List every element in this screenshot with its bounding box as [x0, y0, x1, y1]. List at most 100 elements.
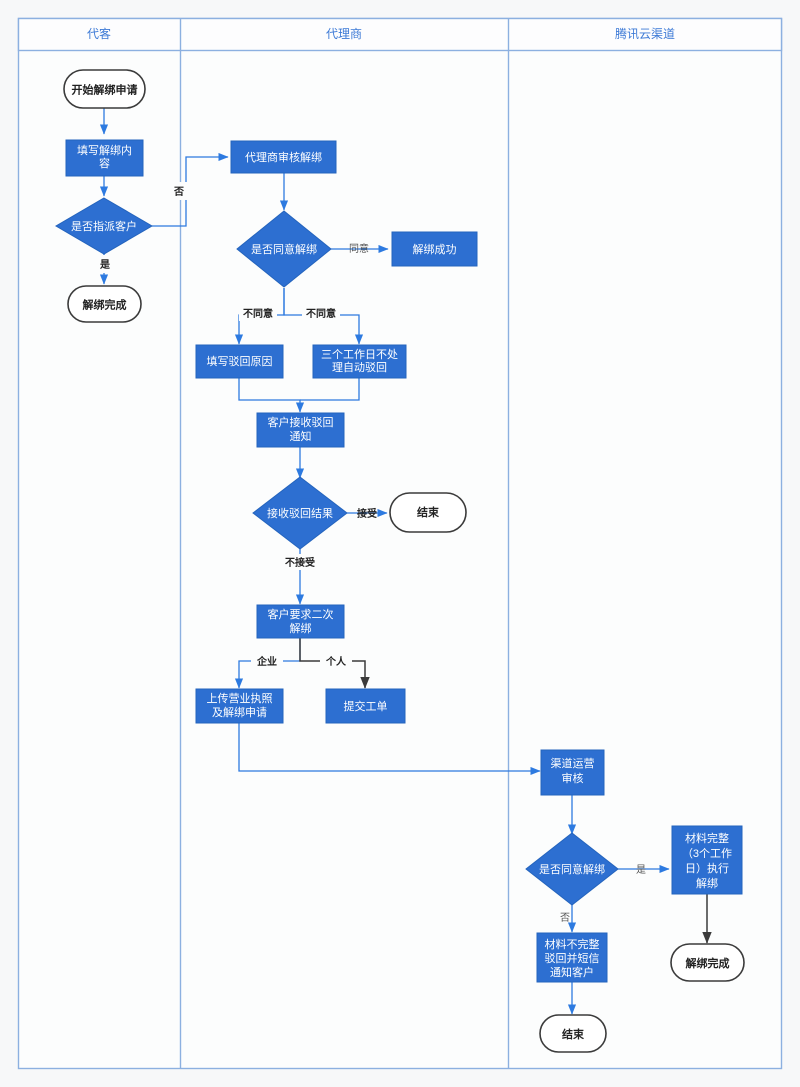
- edge-label-bg-enterprise: [251, 653, 283, 669]
- node-label-n18-line4: 解绑: [696, 876, 718, 890]
- node-shape-process: [325, 688, 406, 724]
- edge-reason-to-notify: [238, 378, 305, 413]
- lane-title-tencent: 腾讯云渠道: [615, 26, 675, 41]
- node-unbind-success[interactable]: 解绑成功: [391, 231, 478, 267]
- node-label-n20: 解绑完成: [686, 956, 730, 970]
- node-shape-process: [256, 604, 345, 639]
- swimlane-container: 代客 代理商 腾讯云渠道: [17, 17, 783, 1070]
- edge-label-bg-disagree-left: [239, 305, 277, 321]
- node-customer-receive-reject-notice[interactable]: 客户接收驳回 通知: [256, 412, 345, 448]
- edge-label-bg-not-accept: [277, 554, 323, 570]
- node-label-n2-line1: 填写解绑内: [77, 143, 132, 157]
- node-auto-reject-3days[interactable]: 三个工作日不处 理自动驳回: [312, 344, 407, 379]
- lane-title-agent: 代理商: [326, 26, 362, 41]
- node-shape-process: [230, 140, 337, 174]
- lane-title-customer: 代客: [87, 26, 111, 41]
- node-label-n13-line2: 解绑: [290, 621, 312, 635]
- node-start-unbind-request[interactable]: 开始解绑申请: [63, 69, 146, 109]
- edge-label-personal: 个人: [325, 655, 347, 668]
- node-end-agent[interactable]: 结束: [389, 492, 467, 533]
- node-channel-operation-review[interactable]: 渠道运营 审核: [540, 749, 605, 796]
- node-shape-process: [195, 688, 284, 724]
- node-materials-incomplete-reject-sms[interactable]: 材料不完整 驳回并短信 通知客户: [536, 932, 608, 983]
- node-label-n11: 接收驳回结果: [267, 506, 333, 520]
- node-shape-process: [312, 344, 407, 379]
- node-tencent-agree-decision[interactable]: 是否同意解绑: [525, 832, 619, 906]
- node-shape-terminal: [63, 69, 146, 109]
- node-label-n15: 提交工单: [344, 699, 388, 713]
- node-label-n18-line1: 材料完整: [685, 831, 729, 845]
- node-label-n6: 是否同意解绑: [251, 242, 317, 256]
- node-label-n19-line3: 通知客户: [550, 965, 594, 979]
- node-agent-agree-decision[interactable]: 是否同意解绑: [236, 210, 332, 288]
- node-label-n14-line1: 上传营业执照: [207, 691, 273, 705]
- edge-auto-to-notify: [300, 378, 360, 401]
- node-customer-request-second-unbind[interactable]: 客户要求二次 解绑: [256, 604, 345, 639]
- edge-label-bg-no-assign: [170, 182, 188, 200]
- node-fill-unbind-content[interactable]: 填写解绑内 容: [65, 139, 144, 177]
- edge-label-disagree-left: 不同意: [243, 307, 273, 320]
- node-shape-process: [671, 825, 743, 895]
- node-materials-complete-execute-unbind[interactable]: 材料完整 （3个工作 日）执行 解绑: [671, 825, 743, 895]
- edge-label-disagree-right: 不同意: [306, 307, 336, 320]
- edge-label-tencent-yes: 是: [636, 864, 646, 876]
- edge-label-accept: 接受: [357, 507, 377, 520]
- node-end-tencent[interactable]: 结束: [539, 1014, 607, 1053]
- node-label-n18-line2: （3个工作: [682, 847, 732, 860]
- edge-label-bg-disagree-right: [302, 305, 340, 321]
- node-label-n1: 开始解绑申请: [72, 83, 138, 97]
- node-upload-license-and-application[interactable]: 上传营业执照 及解绑申请: [195, 688, 284, 724]
- node-shape-decision: [55, 197, 153, 255]
- node-shape-terminal: [67, 285, 142, 323]
- node-shape-decision: [236, 210, 332, 288]
- edge-label-bg-yes-assign: [96, 255, 114, 273]
- node-label-n2-line2: 容: [99, 156, 110, 170]
- node-label-n16-line2: 审核: [562, 771, 584, 785]
- lane-header-band: [17, 17, 783, 52]
- node-submit-ticket[interactable]: 提交工单: [325, 688, 406, 724]
- node-label-n21: 结束: [561, 1027, 585, 1041]
- node-shape-process: [195, 344, 284, 379]
- node-label-n8: 填写驳回原因: [207, 354, 273, 368]
- node-shape-process: [256, 412, 345, 448]
- node-label-n10-line2: 通知: [290, 429, 312, 443]
- lane-outer-frame: [17, 17, 783, 1070]
- node-label-n12: 结束: [416, 505, 440, 519]
- node-label-n17: 是否同意解绑: [539, 862, 605, 876]
- node-shape-terminal: [670, 943, 745, 982]
- edge-label-tencent-no: 否: [560, 912, 570, 924]
- edge-label-agree: 同意: [349, 242, 369, 255]
- node-label-n19-line1: 材料不完整: [545, 937, 600, 951]
- node-agent-review-unbind[interactable]: 代理商审核解绑: [230, 140, 337, 174]
- node-shape-decision: [525, 832, 619, 906]
- node-label-n9-line2: 理自动驳回: [332, 361, 387, 374]
- edge-label-not-accept: 不接受: [285, 556, 315, 569]
- node-shape-process: [391, 231, 478, 267]
- node-label-n10-line1: 客户接收驳回: [268, 415, 334, 429]
- edge-labels-layer: 否 是 同意 不同意 不同意 接受 不接受 企业 个人 是 否: [96, 182, 646, 924]
- node-unbind-complete-customer[interactable]: 解绑完成: [67, 285, 142, 323]
- node-label-n16-line1: 渠道运营: [551, 756, 595, 770]
- node-label-n19-line2: 驳回并短信: [545, 951, 600, 965]
- node-shape-decision: [252, 476, 348, 550]
- node-label-n14-line2: 及解绑申请: [212, 705, 267, 719]
- edge-label-yes-assign: 是: [99, 259, 110, 271]
- node-shape-terminal: [389, 492, 467, 533]
- edge-label-no-assign: 否: [173, 186, 184, 198]
- node-receive-reject-result[interactable]: 接收驳回结果: [252, 476, 348, 550]
- node-label-n7: 解绑成功: [413, 242, 457, 256]
- node-shape-process: [540, 749, 605, 796]
- node-label-n18-line3: 日）执行: [685, 861, 729, 875]
- node-label-n4: 解绑完成: [83, 298, 127, 312]
- node-shape-process: [536, 932, 608, 983]
- node-fill-reject-reason[interactable]: 填写驳回原因: [195, 344, 284, 379]
- node-shape-process: [65, 139, 144, 177]
- node-label-n5: 代理商审核解绑: [245, 150, 322, 164]
- node-label-n13-line1: 客户要求二次: [268, 607, 334, 621]
- node-unbind-complete-tencent[interactable]: 解绑完成: [670, 943, 745, 982]
- node-shape-terminal: [539, 1014, 607, 1053]
- node-assign-customer-decision[interactable]: 是否指派客户: [55, 197, 153, 255]
- edge-upload-to-channel: [238, 722, 541, 776]
